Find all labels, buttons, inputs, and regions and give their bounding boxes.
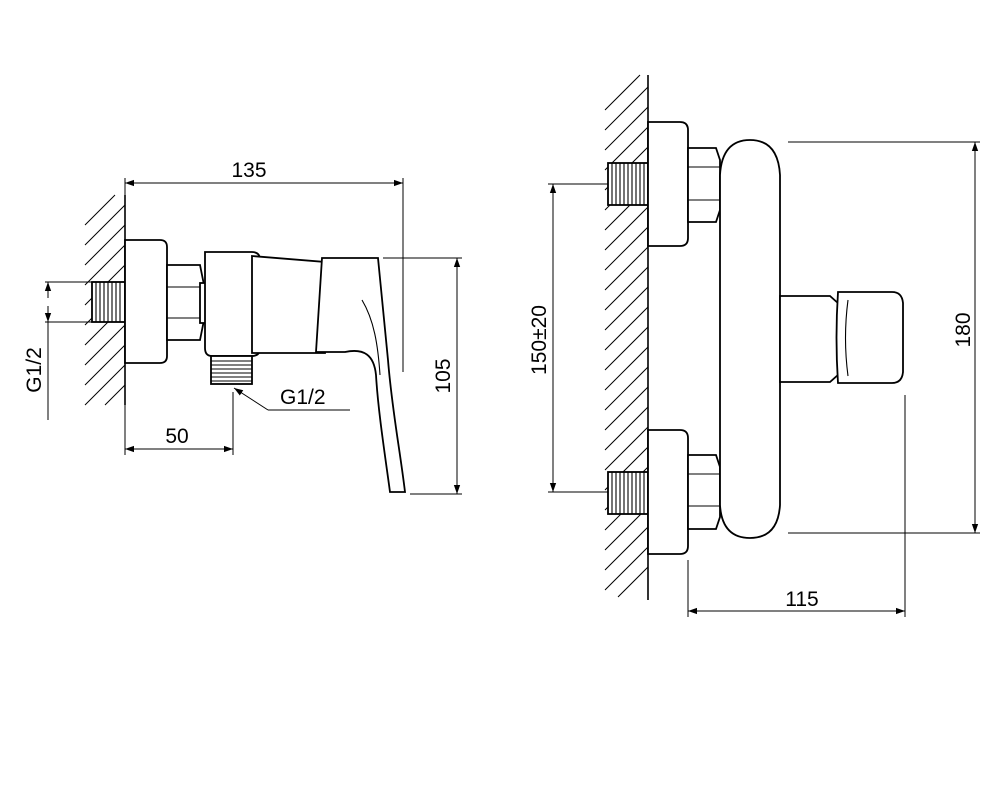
handle-knob-front: [835, 291, 904, 384]
dim-inlet-thread: [44, 281, 92, 420]
dim-outlet-offset: [124, 392, 234, 455]
hex-nut-upper: [687, 147, 721, 223]
dim-overall-length: [124, 178, 404, 372]
lever-handle-side: [315, 257, 407, 493]
inlet-thread-upper: [607, 162, 649, 206]
dim-height-side: [383, 257, 462, 495]
lever-edge-side: [361, 299, 381, 376]
leader-outlet-thread: [233, 387, 350, 411]
dim-label-135: 135: [231, 159, 266, 182]
wall-flange-side: [124, 239, 168, 364]
dim-label-180: 180: [952, 312, 975, 347]
side-view: 135 50 105 G1/2 G1/2: [23, 159, 462, 495]
dim-label-outlet-g12: G1/2: [280, 386, 326, 409]
dim-label-inlet-g12: G1/2: [23, 347, 46, 393]
dim-label-50: 50: [165, 425, 188, 448]
dim-label-105: 105: [432, 358, 455, 393]
dim-label-115: 115: [785, 588, 818, 611]
hex-nut-lower: [687, 454, 721, 530]
cartridge-housing-side: [251, 255, 326, 354]
dim-inlet-spacing: [548, 183, 608, 493]
hex-nut-side: [166, 264, 205, 341]
wall-hatch-right: [604, 74, 649, 600]
dim-overall-height: [788, 141, 980, 534]
outlet-thread-side: [210, 355, 253, 385]
wall-flange-lower: [647, 429, 689, 555]
handle-knob-edge: [844, 299, 849, 377]
dim-label-150-20: 150±20: [528, 305, 551, 375]
front-view: 150±20 180 115: [528, 74, 980, 617]
valve-body-side: [204, 251, 261, 357]
inlet-thread-side: [91, 281, 126, 323]
valve-body-front: [719, 139, 781, 539]
wall-flange-upper: [647, 121, 689, 247]
inlet-thread-lower: [607, 471, 649, 515]
dim-depth: [687, 395, 906, 617]
